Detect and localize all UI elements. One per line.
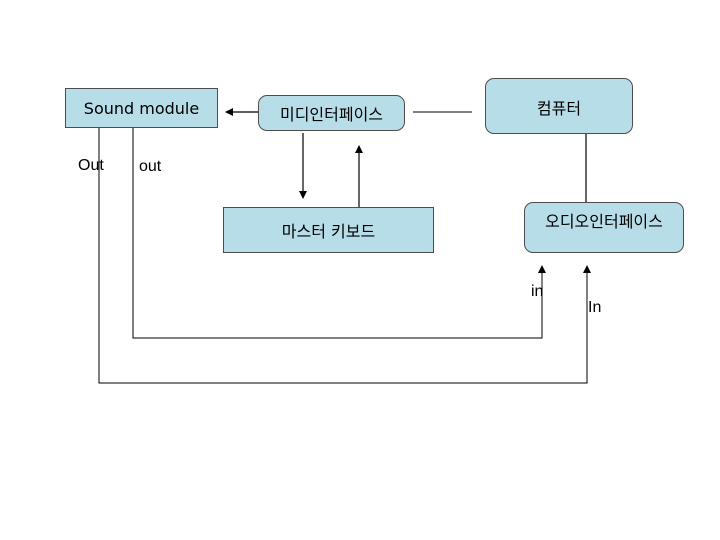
port-label-in-upper: In (588, 299, 602, 316)
audio-interface-box: 오디오인터페이스 (524, 202, 684, 253)
port-label-out-lower: out (139, 158, 162, 175)
midi-interface-box: 미디인터페이스 (258, 95, 405, 131)
connector-out-to-in (132, 128, 546, 339)
computer-box: 컴퓨터 (485, 78, 633, 134)
connector-Out-to-In (98, 128, 591, 384)
port-label-in-lower: in (531, 283, 544, 300)
sound-module-box: Sound module (65, 88, 218, 128)
master-keyboard-box: 마스터 키보드 (223, 207, 434, 253)
port-label-out-upper: Out (78, 157, 104, 174)
